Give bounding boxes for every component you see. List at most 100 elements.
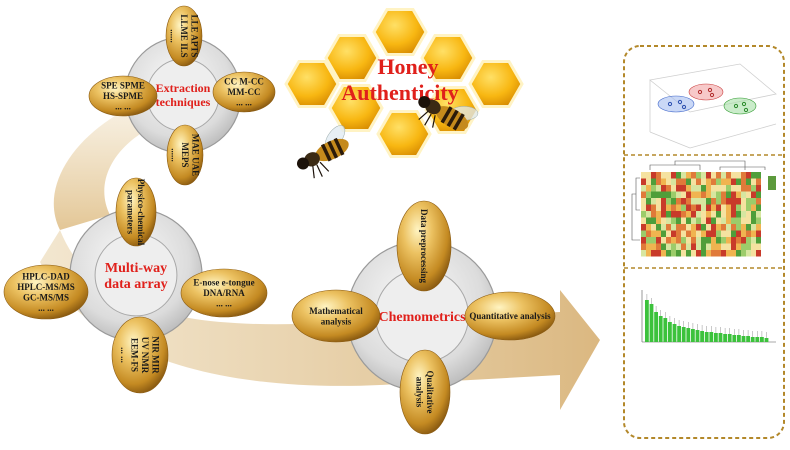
heatmap-cell bbox=[756, 191, 761, 198]
heatmap-cell bbox=[711, 191, 716, 198]
heatmap-cell bbox=[736, 185, 741, 192]
vip-bar bbox=[700, 331, 704, 342]
heatmap-cell bbox=[721, 250, 726, 257]
mw-egg-shape bbox=[3, 264, 89, 320]
mw-hub-label: Multi-way bbox=[105, 261, 167, 276]
heatmap-cell bbox=[681, 178, 686, 185]
vip-bar bbox=[714, 333, 718, 342]
bee-icon bbox=[296, 125, 349, 179]
heatmap-cell bbox=[751, 198, 756, 205]
heatmap-cell bbox=[716, 198, 721, 205]
mw-egg-left-label: HPLC-DAD bbox=[22, 271, 70, 281]
heatmap-cell bbox=[751, 243, 756, 250]
heatmap-cell bbox=[706, 237, 711, 244]
heatmap-cell bbox=[691, 211, 696, 218]
heatmap-cell bbox=[716, 178, 721, 185]
heatmap-cell bbox=[741, 178, 746, 185]
results-panel bbox=[623, 45, 785, 439]
heatmap-cell bbox=[731, 178, 736, 185]
vip-bar bbox=[704, 332, 709, 342]
bee-stripe bbox=[320, 143, 332, 162]
heatmap-cell bbox=[691, 243, 696, 250]
heatmap-cell bbox=[746, 178, 751, 185]
heatmap-cell bbox=[701, 211, 706, 218]
heatmap-cell bbox=[681, 237, 686, 244]
vip-bar bbox=[718, 333, 723, 342]
heatmap-cell bbox=[746, 224, 751, 231]
heatmap-cell bbox=[646, 172, 651, 179]
heatmap-cell bbox=[656, 198, 661, 205]
chem-egg-shape bbox=[464, 291, 556, 341]
heatmap-cell bbox=[656, 224, 661, 231]
heatmap-cell bbox=[661, 172, 666, 179]
heatmap-cell bbox=[756, 250, 761, 257]
heatmap-cell bbox=[641, 243, 646, 250]
heatmap-cell bbox=[711, 217, 716, 224]
heatmap-cell bbox=[716, 243, 721, 250]
bee-legs bbox=[418, 110, 436, 128]
mw-egg-bottom-label: ... ... bbox=[119, 347, 129, 363]
heatmap-cell bbox=[706, 211, 711, 218]
heatmap-cell bbox=[666, 243, 671, 250]
heatmap-cell bbox=[676, 191, 681, 198]
heatmap-cell bbox=[716, 185, 721, 192]
heatmap-cell bbox=[756, 224, 761, 231]
heatmap-cell bbox=[706, 250, 711, 257]
heatmap-cell bbox=[641, 204, 646, 211]
heatmap-cell bbox=[676, 172, 681, 179]
heatmap-cell bbox=[646, 191, 651, 198]
heatmap-cell bbox=[711, 198, 716, 205]
heatmap-cell bbox=[681, 250, 686, 257]
heatmap-cell bbox=[711, 172, 716, 179]
heatmap-cell bbox=[651, 224, 656, 231]
heatmap-cell bbox=[731, 198, 736, 205]
bee-stripe bbox=[440, 106, 453, 124]
heatmap-cell bbox=[646, 178, 651, 185]
heatmap-cell bbox=[661, 230, 666, 237]
heatmap-cell bbox=[741, 191, 746, 198]
heatmap-cell bbox=[666, 211, 671, 218]
heatmap-cell bbox=[676, 250, 681, 257]
heatmap-cell bbox=[651, 204, 656, 211]
ext-hub-label: techniques bbox=[156, 95, 211, 109]
heatmap-cell bbox=[661, 191, 666, 198]
vip-bar bbox=[764, 338, 769, 342]
heatmap-cell bbox=[676, 211, 681, 218]
heatmap-cell bbox=[691, 230, 696, 237]
heatmap-cell bbox=[741, 211, 746, 218]
heatmap-cell bbox=[681, 217, 686, 224]
heatmap-cell bbox=[756, 211, 761, 218]
heatmap-cell bbox=[681, 211, 686, 218]
vip-bar bbox=[658, 316, 663, 342]
heatmap-cell bbox=[666, 191, 671, 198]
heatmap-cell bbox=[736, 211, 741, 218]
heatmap-cell bbox=[696, 243, 701, 250]
heatmap-cell bbox=[656, 178, 661, 185]
heatmap-cell bbox=[741, 198, 746, 205]
heatmap-cell bbox=[746, 198, 751, 205]
heatmap-cell bbox=[756, 217, 761, 224]
heatmap-cell bbox=[661, 204, 666, 211]
heatmap-cell bbox=[651, 243, 656, 250]
heatmap-cell bbox=[651, 217, 656, 224]
heatmap-cell bbox=[756, 230, 761, 237]
ext-egg-bottom-label: MAE UAE bbox=[190, 134, 200, 176]
heatmap-cell bbox=[741, 250, 746, 257]
honeycomb-cell bbox=[324, 34, 380, 82]
mw-egg-right-label: E-nose e-tongue bbox=[193, 278, 254, 288]
heatmap-cell bbox=[741, 237, 746, 244]
heatmap-cell bbox=[736, 237, 741, 244]
title-line-1: Honey bbox=[377, 54, 438, 79]
heatmap-cell bbox=[651, 185, 656, 192]
heatmap-cell bbox=[666, 250, 671, 257]
heatmap-cell bbox=[671, 204, 676, 211]
heatmap-cell bbox=[676, 243, 681, 250]
heatmap-cell bbox=[666, 217, 671, 224]
ext-egg-top-label: LLE APTS bbox=[189, 15, 199, 58]
heatmap-cell bbox=[661, 178, 666, 185]
heatmap-cell bbox=[696, 185, 701, 192]
